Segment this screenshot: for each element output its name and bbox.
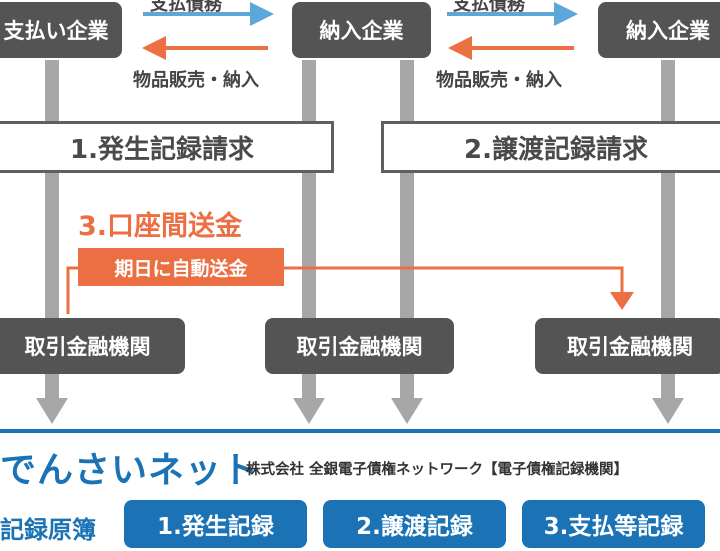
transfer-arrowhead xyxy=(610,292,634,310)
bank-box-right: 取引金融機関 xyxy=(535,318,720,374)
auto-transfer-tag: 期日に自動送金 xyxy=(78,248,284,286)
lane-arrowhead xyxy=(36,398,68,424)
lane-arrowhead xyxy=(293,398,325,424)
flow-label-sales-right: 物品販売・納入 xyxy=(436,70,562,91)
record-issue: 1.発生記録 xyxy=(124,500,307,548)
bank-box-center: 取引金融機関 xyxy=(265,318,454,374)
bank-box-left: 取引金融機関 xyxy=(0,318,185,374)
transfer-title: 3.口座間送金 xyxy=(78,211,243,242)
flow-label-sales-left: 物品販売・納入 xyxy=(133,70,259,91)
footer-separator xyxy=(0,429,720,433)
lane-arrowhead xyxy=(391,398,423,424)
supplier-company-box-2: 納入企業 xyxy=(598,2,720,58)
brand-logo-text: でんさいネット xyxy=(0,450,260,491)
record-payment: 3.支払等記録 xyxy=(522,500,705,548)
lane-arrowhead xyxy=(652,398,684,424)
flow-label-debt-right: 支払債務 xyxy=(453,0,525,15)
payer-company-box: 支払い企業 xyxy=(0,2,122,58)
transfer-request-box: 2.譲渡記録請求 xyxy=(381,121,720,173)
record-transfer: 2.譲渡記録 xyxy=(323,500,506,548)
brand-subtitle: 株式会社 全銀電子債権ネットワーク【電子債権記録機関】 xyxy=(246,462,629,478)
flow-label-debt-left: 支払債務 xyxy=(150,0,222,15)
transfer-connector xyxy=(66,266,624,314)
issue-request-box: 1.発生記録請求 xyxy=(0,121,334,173)
supplier-company-box-1: 納入企業 xyxy=(292,2,431,58)
ledger-label: 記録原簿 xyxy=(0,516,96,544)
